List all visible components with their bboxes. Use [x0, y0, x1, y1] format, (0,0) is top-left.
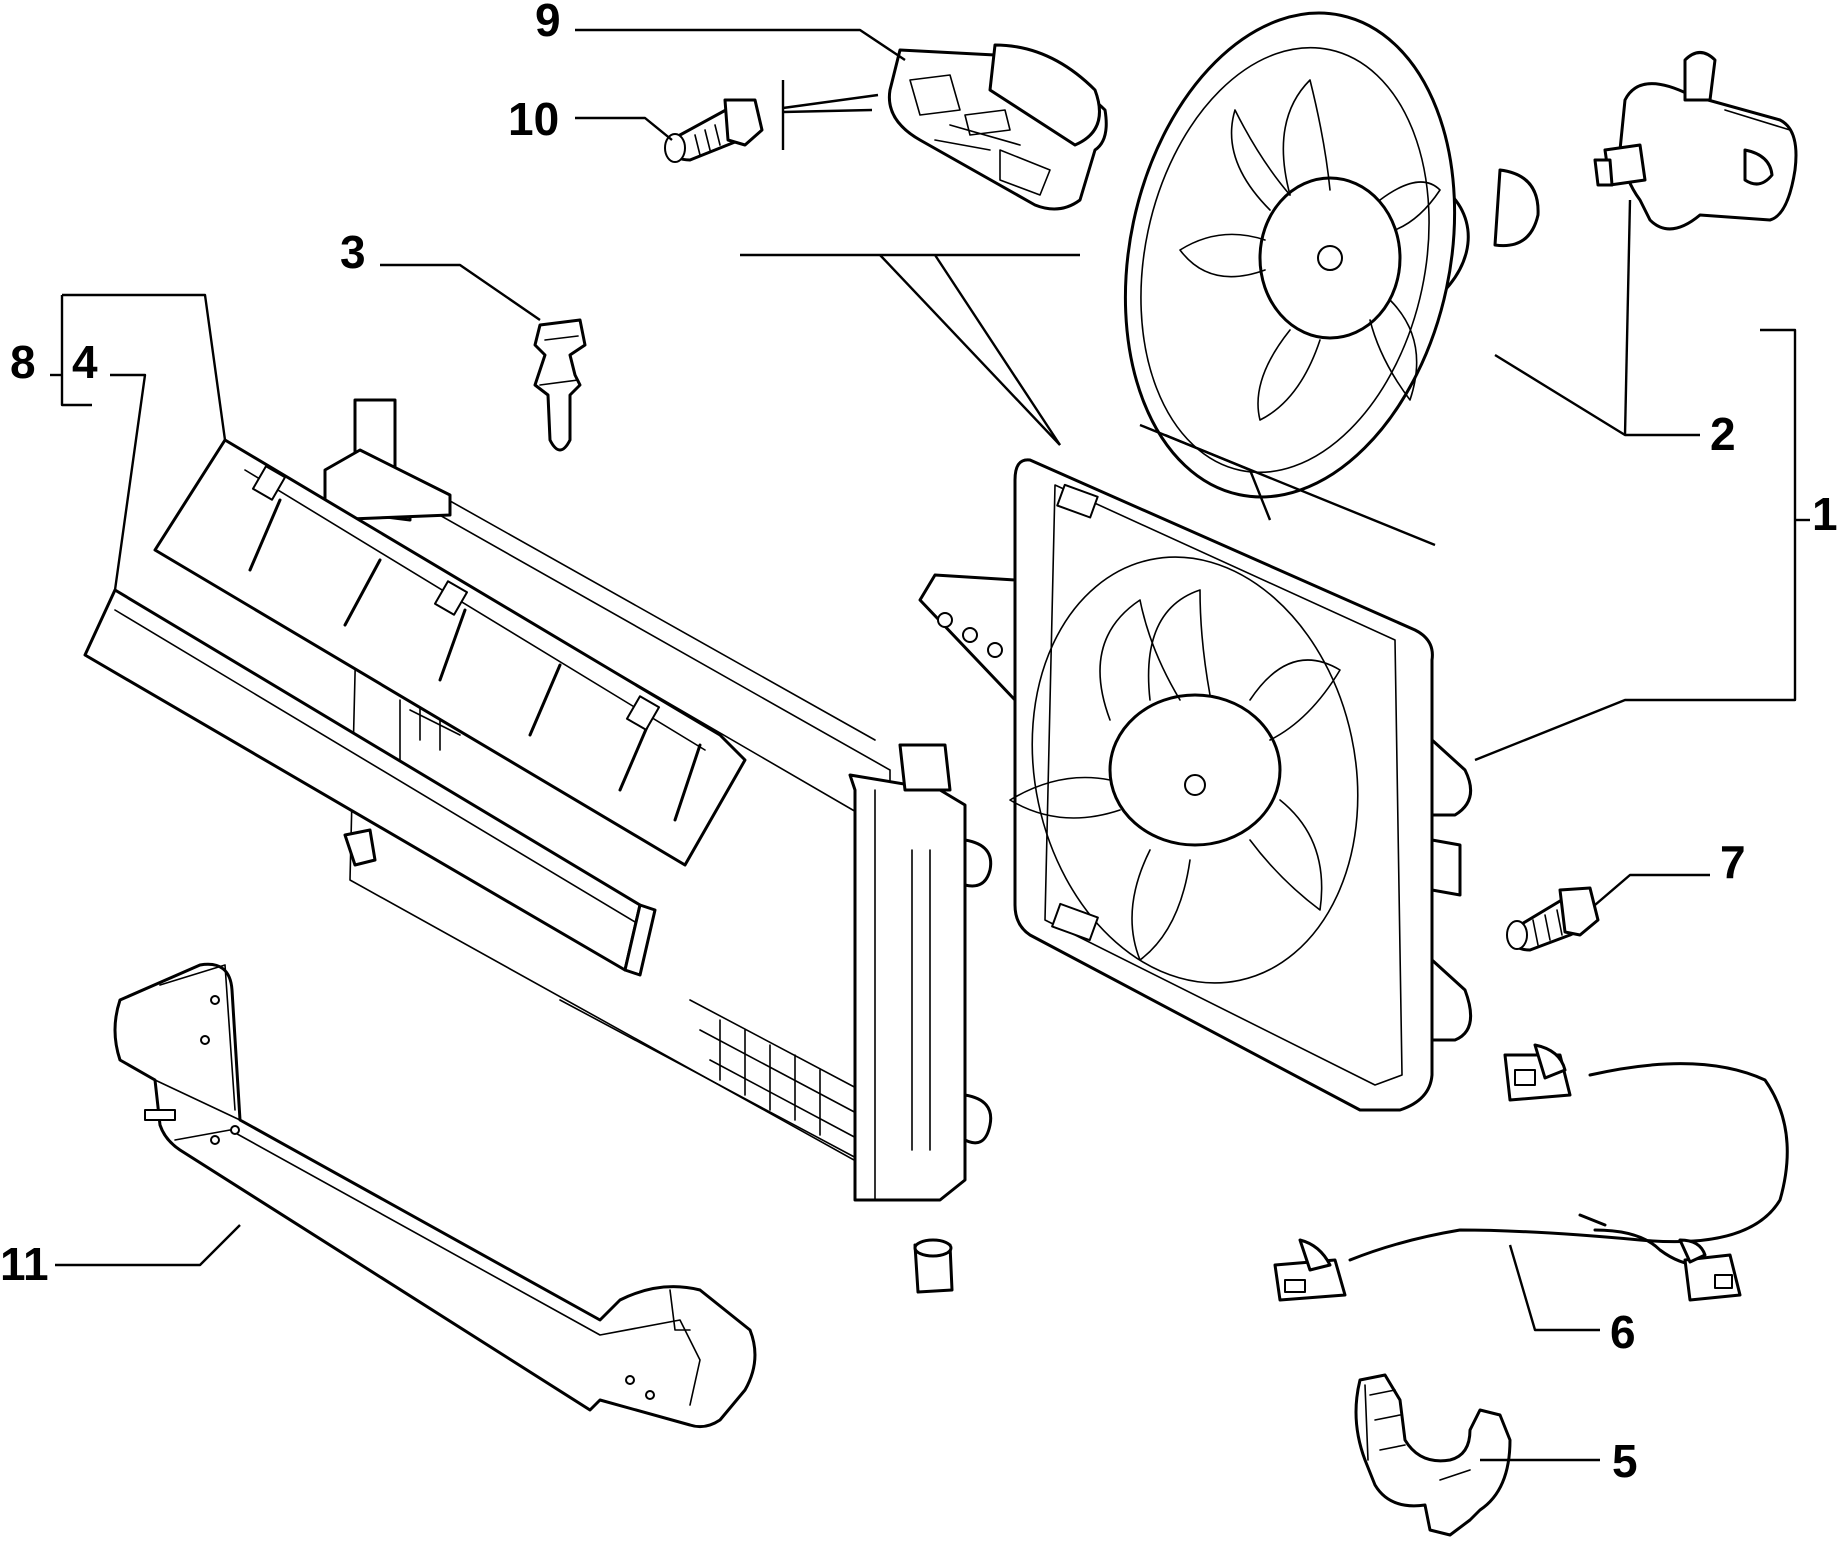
air-deflector	[83, 438, 747, 977]
callout-3: 3	[340, 226, 366, 278]
callout-8: 8	[10, 336, 36, 388]
callout-5: 5	[1612, 1435, 1638, 1487]
callout-6: 6	[1610, 1306, 1636, 1358]
callout-2: 2	[1710, 408, 1736, 460]
fan-impeller	[1123, 11, 1540, 499]
screw-7	[1506, 886, 1600, 952]
callout-1: 1	[1812, 488, 1838, 540]
resistor	[887, 43, 1108, 211]
fan-motor	[1593, 51, 1798, 231]
callout-9: 9	[535, 0, 561, 46]
callout-7: 7	[1720, 836, 1746, 888]
leader-lines	[50, 28, 1810, 1462]
lower-crossmember	[113, 962, 757, 1429]
radiator	[323, 398, 993, 1294]
clip-3	[533, 318, 587, 452]
wiring-harness	[1273, 1043, 1789, 1302]
callout-11: 11	[0, 1238, 49, 1290]
screw-10	[664, 98, 764, 163]
callout-10: 10	[508, 93, 559, 145]
clamp-5	[1354, 1373, 1512, 1537]
fan-shroud	[918, 458, 1473, 1112]
callout-4: 4	[72, 336, 98, 388]
